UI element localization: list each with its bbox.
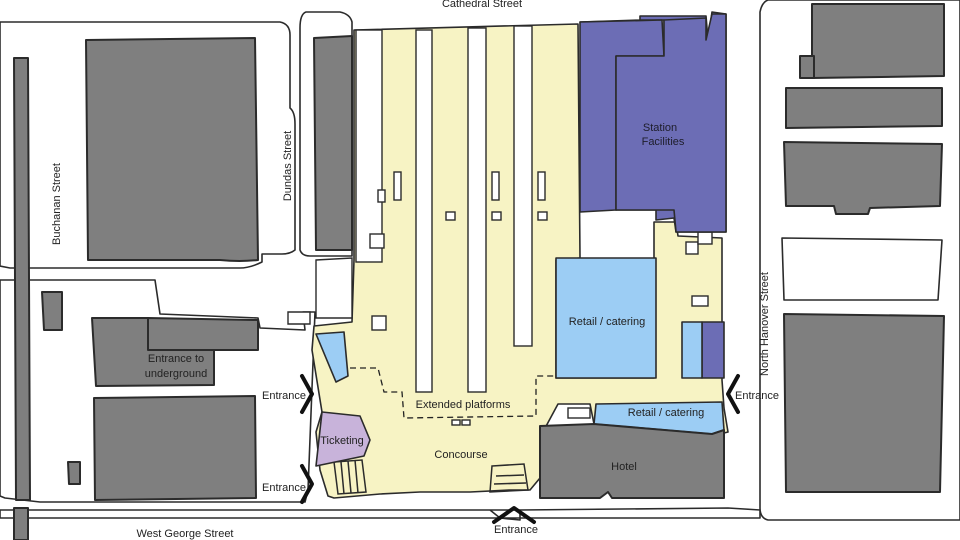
retail-catering-main-area [555, 257, 657, 379]
extended-platforms-boundary [350, 367, 556, 419]
platform-strip-west [315, 257, 353, 319]
platform-2 [415, 29, 433, 393]
building-tiny-sw [67, 461, 81, 485]
station-facilities-label-2: Facilities [642, 136, 685, 148]
retail-catering-small [681, 321, 703, 379]
building-tiny-corner [13, 507, 29, 540]
building-west-george [93, 395, 257, 501]
building-buchanan-north [85, 37, 259, 262]
building-underground-2 [147, 317, 259, 351]
station-facilities-strip [701, 321, 725, 379]
entrance-arrow-south[interactable] [492, 506, 536, 524]
platform-strip-entrance [287, 311, 311, 325]
platform-3 [467, 27, 487, 393]
entrance-label-east: Entrance [735, 390, 779, 402]
entrance-label-west-upper: Entrance [262, 390, 306, 402]
ticketing-label: Ticketing [320, 435, 364, 447]
building-east-mid2 [783, 141, 943, 215]
building-east-top-small [799, 55, 815, 79]
station-facilities-label-1: Station [643, 122, 677, 134]
entrance-arrow-east[interactable] [726, 374, 740, 414]
street-label-dundas: Dundas Street [282, 131, 294, 201]
retail-catering-main-label: Retail / catering [569, 316, 645, 328]
hotel-label: Hotel [611, 461, 637, 473]
south-strip [0, 507, 761, 521]
underground-label-2: underground [145, 368, 207, 380]
building-east-white [781, 237, 943, 301]
platform-1 [355, 29, 383, 263]
building-east-top [811, 3, 945, 79]
retail-catering-west-area [315, 331, 349, 383]
entrance-label-south: Entrance [494, 524, 538, 536]
street-label-cathedral: Cathedral Street [442, 0, 522, 10]
concourse-label: Concourse [434, 449, 487, 461]
building-west-strip [13, 57, 31, 501]
platform-4 [513, 25, 533, 347]
hotel-building [539, 423, 725, 499]
buildings [13, 3, 945, 540]
entrance-arrow-west-upper[interactable] [300, 374, 314, 414]
ticketing-area [315, 411, 371, 467]
building-dundas-strip [313, 35, 353, 251]
street-label-north-hanover: North Hanover Street [759, 272, 771, 376]
building-east-mid1 [785, 87, 943, 129]
underground-label-1: Entrance to [148, 353, 204, 365]
street-label-buchanan: Buchanan Street [51, 163, 63, 245]
entrance-label-west-lower: Entrance [262, 482, 306, 494]
building-east-south [783, 313, 945, 493]
street-label-west-george: West George Street [136, 528, 233, 540]
building-small-west [41, 291, 63, 331]
entrance-arrow-west-lower[interactable] [300, 464, 314, 504]
extended-platforms-label: Extended platforms [416, 399, 511, 411]
station-facilities-east [615, 13, 727, 233]
concourse-seating [333, 459, 529, 495]
retail-catering-east-label: Retail / catering [628, 407, 704, 419]
platform-fixtures [369, 171, 713, 426]
station [287, 23, 729, 499]
